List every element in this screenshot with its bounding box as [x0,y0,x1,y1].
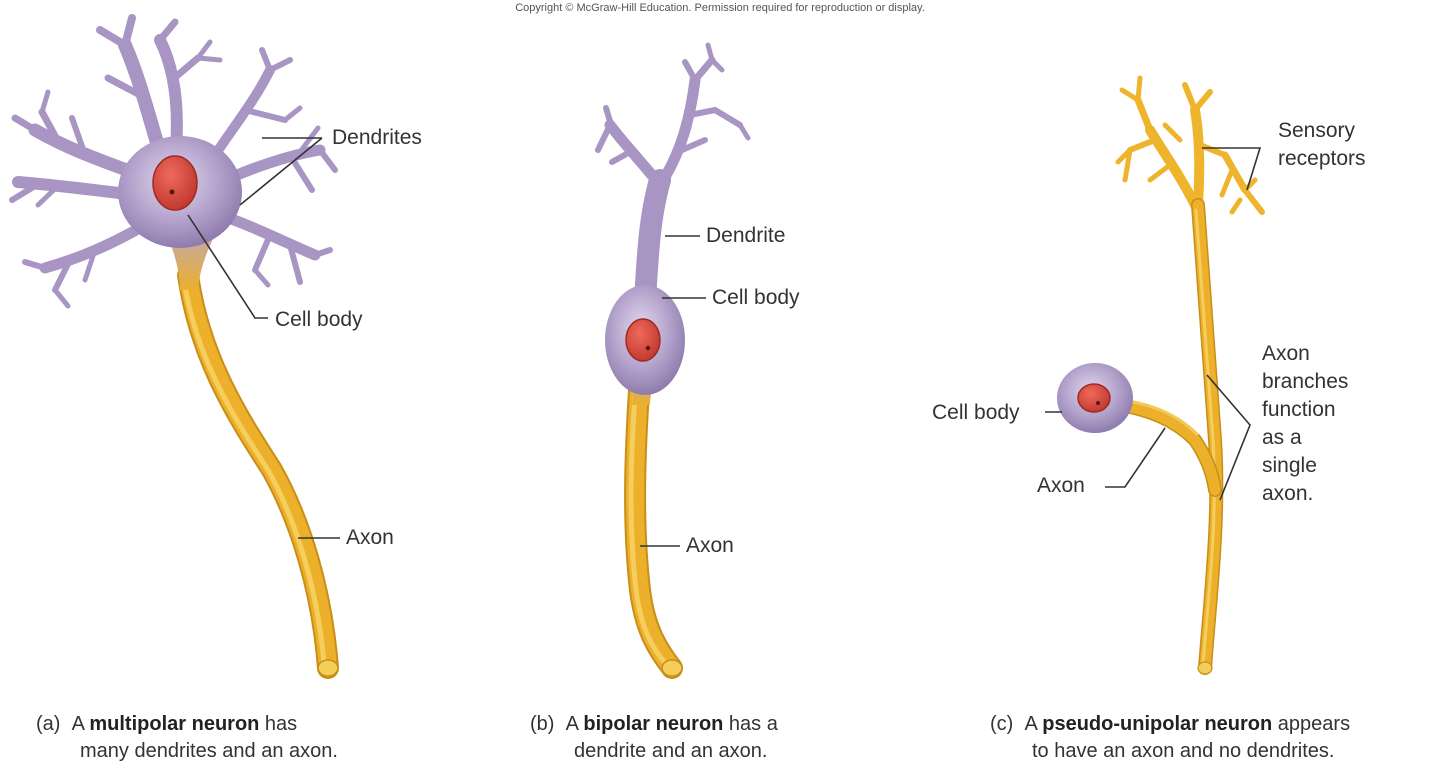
bipolar-nucleus [625,318,661,362]
label-pseudo-unipolar-cell-body: Cell body [932,401,1020,424]
label-bipolar-axon: Axon [686,534,734,557]
copyright-notice: Copyright © McGraw-Hill Education. Permi… [515,2,925,14]
bipolar-dendrite [595,42,751,311]
caption-bipolar: (b) A bipolar neuron has a dendrite and … [530,713,778,762]
multipolar-nucleus [152,155,198,211]
pseudo-unipolar-nucleus [1077,383,1111,413]
label-pseudo-unipolar-axon: Axon [1037,474,1085,497]
caption-pseudo-unipolar: (c) A pseudo-unipolar neuron appears to … [990,713,1351,762]
bipolar-neuron [595,42,751,679]
label-dendrite: Dendrite [706,224,786,247]
label-bipolar-cell-body: Cell body [712,286,800,309]
label-sensory-receptors: Sensory receptors [1278,119,1366,170]
pseudo-unipolar-neuron [1045,75,1265,675]
label-multipolar-axon: Axon [346,526,394,549]
label-multipolar-cell-body: Cell body [275,308,363,331]
multipolar-dendrites [9,14,338,309]
caption-multipolar: (a) A multipolar neuron has many dendrit… [36,713,338,762]
sensory-receptors [1115,75,1265,215]
label-dendrites: Dendrites [332,126,422,149]
multipolar-neuron [9,14,340,679]
label-axon-branches: Axon branches function as a single axon. [1262,342,1349,505]
